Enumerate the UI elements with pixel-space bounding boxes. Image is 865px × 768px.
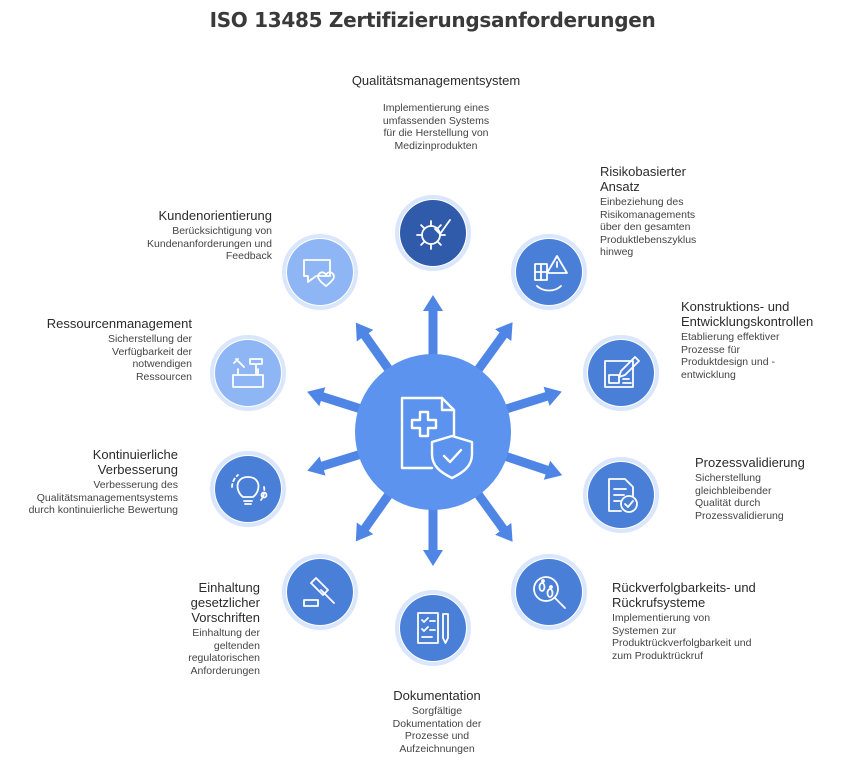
node-risikobasierter-ansatz xyxy=(511,234,587,310)
heading-kontinuierliche-verbesserung: Kontinuierliche Verbesserung xyxy=(92,447,178,477)
node-ring xyxy=(210,451,286,527)
blueprint-pencil-icon xyxy=(604,356,640,388)
node-ring xyxy=(511,234,587,310)
arrow-to-konstruktions-entwicklungskontrollen xyxy=(498,386,562,416)
heading-prozessvalidierung: Prozessvalidierung xyxy=(695,455,805,470)
node-kundenorientierung xyxy=(282,234,358,310)
node-rueckverfolgbarkeit xyxy=(511,554,587,630)
arrow-to-rueckverfolgbarkeit xyxy=(470,486,513,542)
heading-rueckverfolgbarkeit: Rückverfolgbarkeits- und Rückrufsysteme xyxy=(612,580,756,610)
label-rueckverfolgbarkeit: Rückverfolgbarkeits- und Rückrufsysteme … xyxy=(612,580,757,662)
description-einhaltung-vorschriften: Einhaltung der geltenden regulatorischen… xyxy=(188,627,260,677)
page-title: ISO 13485 Zertifizierungsanforderungen xyxy=(209,8,656,32)
node-ressourcenmanagement xyxy=(210,335,286,411)
node-ring xyxy=(511,554,587,630)
label-ressourcenmanagement: Ressourcenmanagement Sicherstellung der … xyxy=(30,316,192,383)
arrow-to-risikobasierter-ansatz xyxy=(470,322,513,378)
description-prozessvalidierung: Sicherstellung gleichbleibender Qualität… xyxy=(695,472,784,522)
arrow-to-ressourcenmanagement xyxy=(307,387,368,415)
node-ring xyxy=(583,457,659,533)
node-ring xyxy=(583,335,659,411)
spoke-arrows xyxy=(307,295,563,566)
node-circle xyxy=(516,239,582,305)
node-circle xyxy=(215,340,281,406)
node-circle xyxy=(516,559,582,625)
chat-heart-icon xyxy=(303,259,335,287)
arrow-to-prozessvalidierung xyxy=(497,450,563,480)
description-risikobasierter-ansatz: Einbeziehung des Risikomanagements über … xyxy=(600,196,697,258)
description-kontinuierliche-verbesserung: Verbesserung des Qualitätsmanagementsyst… xyxy=(28,479,178,516)
description-qualitaetsmanagementsystem: Implementierung eines umfassenden System… xyxy=(382,102,490,152)
label-risikobasierter-ansatz: Risikobasierter Ansatz Einbeziehung des … xyxy=(600,164,720,259)
arrow-to-kontinuierliche-verbesserung xyxy=(307,448,368,476)
node-ring xyxy=(282,554,358,630)
description-ressourcenmanagement: Sicherstellung der Verfügbarkeit der not… xyxy=(107,333,192,383)
arrow-to-kundenorientierung xyxy=(355,322,397,378)
heading-ressourcenmanagement: Ressourcenmanagement xyxy=(46,316,192,331)
checklist-pen-icon xyxy=(417,612,449,644)
label-prozessvalidierung: Prozessvalidierung Sicherstellung gleich… xyxy=(695,455,820,522)
gavel-icon xyxy=(303,577,335,607)
heading-einhaltung-vorschriften: Einhaltung gesetzlicher Vorschriften xyxy=(190,580,260,625)
heading-dokumentation: Dokumentation xyxy=(393,688,481,703)
toolbox-icon xyxy=(232,358,264,388)
label-kundenorientierung: Kundenorientierung Berücksichtigung von … xyxy=(120,208,272,263)
lightbulb-cycle-icon xyxy=(231,474,268,505)
node-ring xyxy=(395,195,471,271)
heading-qualitaetsmanagementsystem: Qualitätsmanagementsystem xyxy=(351,73,521,88)
arrow-to-dokumentation xyxy=(423,502,443,566)
heading-risikobasierter-ansatz: Risikobasierter Ansatz xyxy=(600,164,686,194)
node-ring xyxy=(210,335,286,411)
medical-document-shield-icon xyxy=(400,396,474,480)
label-einhaltung-vorschriften: Einhaltung gesetzlicher Vorschriften Ein… xyxy=(160,580,260,677)
node-dokumentation xyxy=(395,590,471,666)
gear-check-icon xyxy=(416,219,451,250)
heading-konstruktions-entwicklungskontrollen: Konstruktions- und Entwicklungskontrolle… xyxy=(681,299,814,329)
node-circles xyxy=(210,195,659,666)
label-konstruktions-entwicklungskontrollen: Konstruktions- und Entwicklungskontrolle… xyxy=(681,299,831,381)
risk-warning-icon xyxy=(534,255,568,292)
heading-kundenorientierung: Kundenorientierung xyxy=(158,208,272,223)
node-circle xyxy=(400,595,466,661)
document-check-icon xyxy=(608,478,638,513)
arrow-to-einhaltung-vorschriften xyxy=(355,486,397,542)
node-kontinuierliche-verbesserung xyxy=(210,451,286,527)
description-konstruktions-entwicklungskontrollen: Etablierung effektiver Prozesse für Prod… xyxy=(681,331,780,381)
node-prozessvalidierung xyxy=(583,457,659,533)
center-hub xyxy=(355,354,511,510)
arrow-to-qualitaetsmanagementsystem xyxy=(423,295,443,362)
node-einhaltung-vorschriften xyxy=(282,554,358,630)
footprint-search-icon xyxy=(533,576,566,609)
node-qualitaetsmanagementsystem xyxy=(395,195,471,271)
node-konstruktions-entwicklungskontrollen xyxy=(583,335,659,411)
description-dokumentation: Sorgfältige Dokumentation der Prozesse u… xyxy=(392,705,482,755)
node-circle xyxy=(215,456,281,522)
label-qualitaetsmanagementsystem: Qualitätsmanagementsystem Implementierun… xyxy=(336,73,536,152)
description-rueckverfolgbarkeit: Implementierung von Systemen zur Produkt… xyxy=(612,612,752,662)
label-dokumentation: Dokumentation Sorgfältige Dokumentation … xyxy=(362,688,512,755)
node-ring xyxy=(395,590,471,666)
description-kundenorientierung: Berücksichtigung von Kundenanforderungen… xyxy=(147,225,272,262)
node-ring xyxy=(282,234,358,310)
node-circle xyxy=(400,200,466,266)
label-kontinuierliche-verbesserung: Kontinuierliche Verbesserung Verbesserun… xyxy=(8,447,178,517)
